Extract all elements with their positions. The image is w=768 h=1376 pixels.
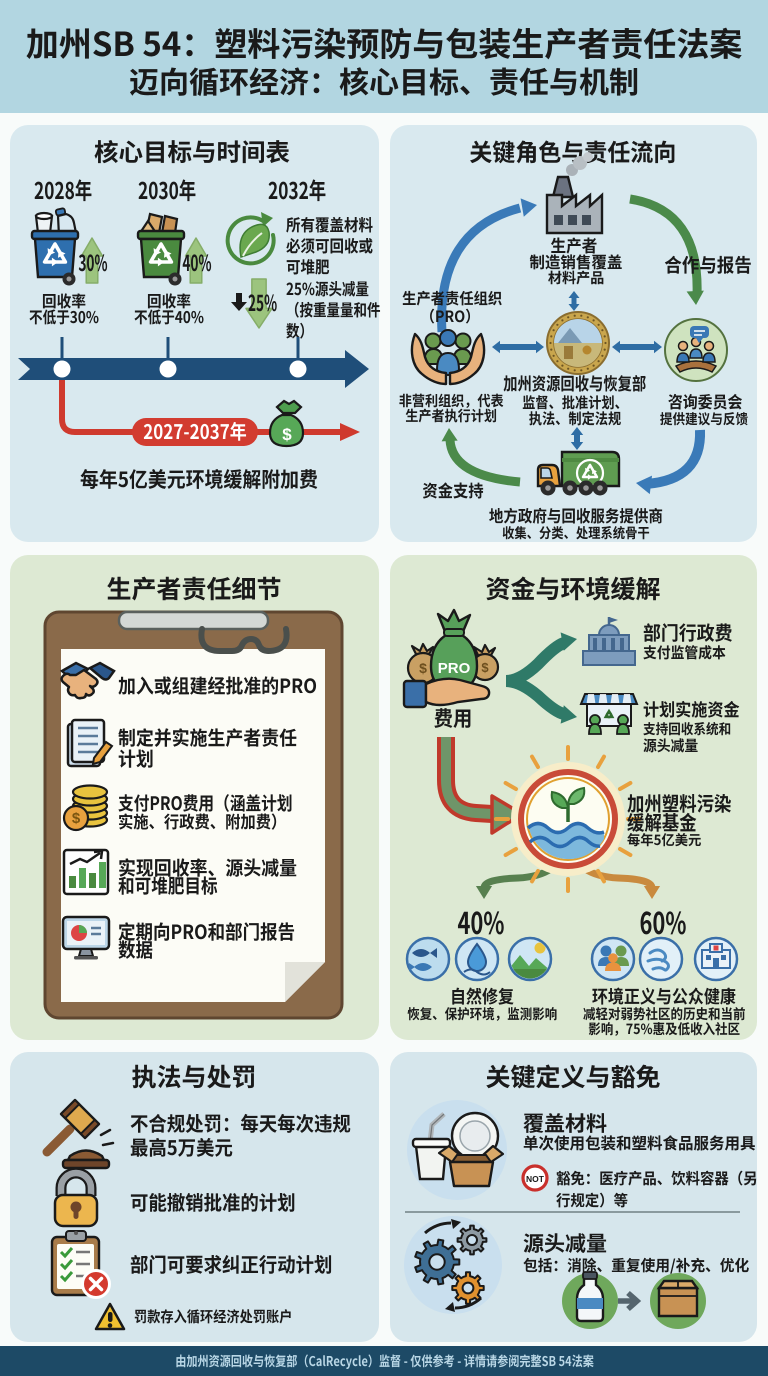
svg-text:$: $ — [481, 660, 489, 675]
svg-text:$: $ — [282, 425, 292, 444]
svg-text:$: $ — [419, 660, 427, 676]
svg-text:$: $ — [72, 810, 81, 827]
svg-text:NOT: NOT — [526, 1174, 545, 1184]
svg-text:PRO: PRO — [438, 660, 471, 677]
